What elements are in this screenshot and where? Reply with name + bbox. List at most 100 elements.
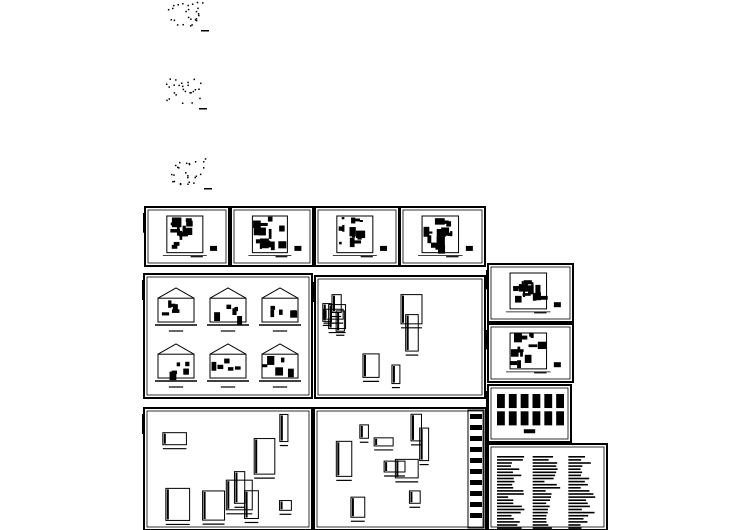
scattered-cad-entity — [199, 173, 202, 176]
detail-section-fill — [332, 295, 335, 312]
floor-plan-wall — [268, 228, 272, 239]
sheet-edge-tab — [486, 270, 489, 290]
note-text-line — [568, 490, 590, 492]
scattered-cad-entity — [195, 10, 198, 13]
elevation-window — [168, 300, 172, 308]
scattered-cad-entity — [167, 8, 170, 11]
note-text-line — [497, 490, 524, 492]
note-text-line — [497, 493, 524, 495]
scattered-cad-entity — [202, 167, 205, 169]
floor-plan-outline — [166, 215, 204, 254]
floor-plan-wall — [259, 244, 262, 249]
scattered-cad-entity — [170, 19, 173, 21]
elevation-window — [227, 367, 234, 371]
note-text-line — [568, 518, 584, 520]
scattered-cad-entity — [200, 82, 202, 85]
elevation-window — [183, 368, 189, 375]
floor-plan-wall — [521, 335, 528, 340]
note-text-line — [532, 471, 557, 474]
floor-plan-wall — [515, 295, 522, 303]
construction-detail — [362, 353, 380, 378]
note-text-line — [568, 462, 591, 464]
note-text-line — [532, 508, 548, 511]
scattered-entities — [165, 1, 212, 190]
scattered-cad-entity — [197, 13, 200, 15]
note-text-line — [532, 490, 546, 492]
schedule-cell — [508, 394, 517, 409]
drawing-sheet-border — [146, 276, 310, 396]
scattered-cad-entity — [178, 167, 180, 169]
detail-section-fill — [280, 415, 283, 441]
north-arrow-symbol — [553, 362, 561, 368]
title-block-entry — [470, 414, 482, 419]
note-text-line — [532, 465, 557, 467]
floor-plan-outline — [336, 215, 374, 254]
elevation-window — [275, 367, 284, 376]
north-arrow-symbol — [465, 245, 473, 251]
title-block-entry — [470, 469, 482, 474]
note-text-line — [568, 468, 581, 470]
drawing-sheet-frame — [144, 206, 230, 267]
floor-plan-wall — [173, 241, 180, 246]
floor-plan-wall — [522, 293, 531, 296]
drawing-sheet-border — [490, 326, 571, 380]
drawing-sheet-border — [317, 278, 483, 396]
note-text-line — [568, 508, 582, 511]
construction-detail — [394, 458, 419, 479]
note-text-line — [568, 480, 585, 483]
floor-plan-wall — [338, 226, 343, 231]
scattered-cad-entity — [176, 24, 179, 26]
floor-plan-wall — [531, 282, 534, 289]
scattered-cad-entity — [187, 81, 189, 84]
scattered-cad-entity — [166, 99, 168, 102]
title-block-entry — [470, 458, 482, 463]
scattered-cad-entity — [197, 7, 199, 10]
note-text-line — [497, 505, 522, 508]
detail-section-fill — [375, 438, 378, 445]
construction-detail — [383, 460, 406, 473]
schedule-cell — [508, 411, 517, 426]
floor-plan-wall — [518, 361, 521, 364]
title-block-entry — [470, 502, 482, 507]
floor-plan-wall — [352, 240, 362, 244]
schedule-cell — [520, 411, 529, 426]
elevation-roof — [157, 287, 195, 299]
title-block-entry — [470, 436, 482, 441]
scattered-cad-entity — [190, 18, 192, 20]
elevation-window — [267, 355, 275, 365]
drawing-sheet-frame — [313, 407, 487, 530]
elevation-outline — [209, 297, 247, 323]
floor-plan-wall — [255, 239, 266, 244]
construction-detail — [225, 479, 253, 511]
detail-section-fill — [203, 491, 206, 520]
floor-plan-wall — [349, 237, 355, 248]
note-text-line — [568, 527, 582, 529]
note-text-line — [497, 527, 522, 529]
scattered-cad-entity — [178, 84, 180, 87]
floor-plan-wall — [446, 221, 452, 227]
drawing-sheet-border — [402, 209, 483, 264]
title-block-entry — [470, 513, 482, 518]
elevation-window — [185, 361, 190, 367]
scattered-cad-entity — [182, 2, 184, 5]
drawing-sheet-frame — [487, 443, 608, 530]
detail-section-fill — [420, 429, 423, 460]
note-text-line — [532, 483, 557, 486]
floor-plan-wall — [448, 232, 451, 236]
scattered-cad-entity — [189, 92, 191, 94]
floor-plan-wall — [176, 226, 180, 236]
floor-plan-wall — [351, 217, 356, 224]
elevation-window — [232, 308, 237, 316]
sheet-edge-tab — [142, 414, 145, 434]
scattered-cad-entity — [195, 175, 198, 178]
floor-plan-wall — [253, 220, 261, 229]
note-text-line — [568, 505, 590, 508]
scattered-cad-entity — [182, 88, 185, 91]
title-block-entry — [470, 491, 482, 496]
note-text-line — [568, 471, 583, 474]
floor-plan-wall — [436, 229, 446, 237]
scattered-cad-entity — [175, 79, 177, 81]
note-text-line — [497, 468, 520, 470]
title-block-strip — [467, 409, 485, 529]
